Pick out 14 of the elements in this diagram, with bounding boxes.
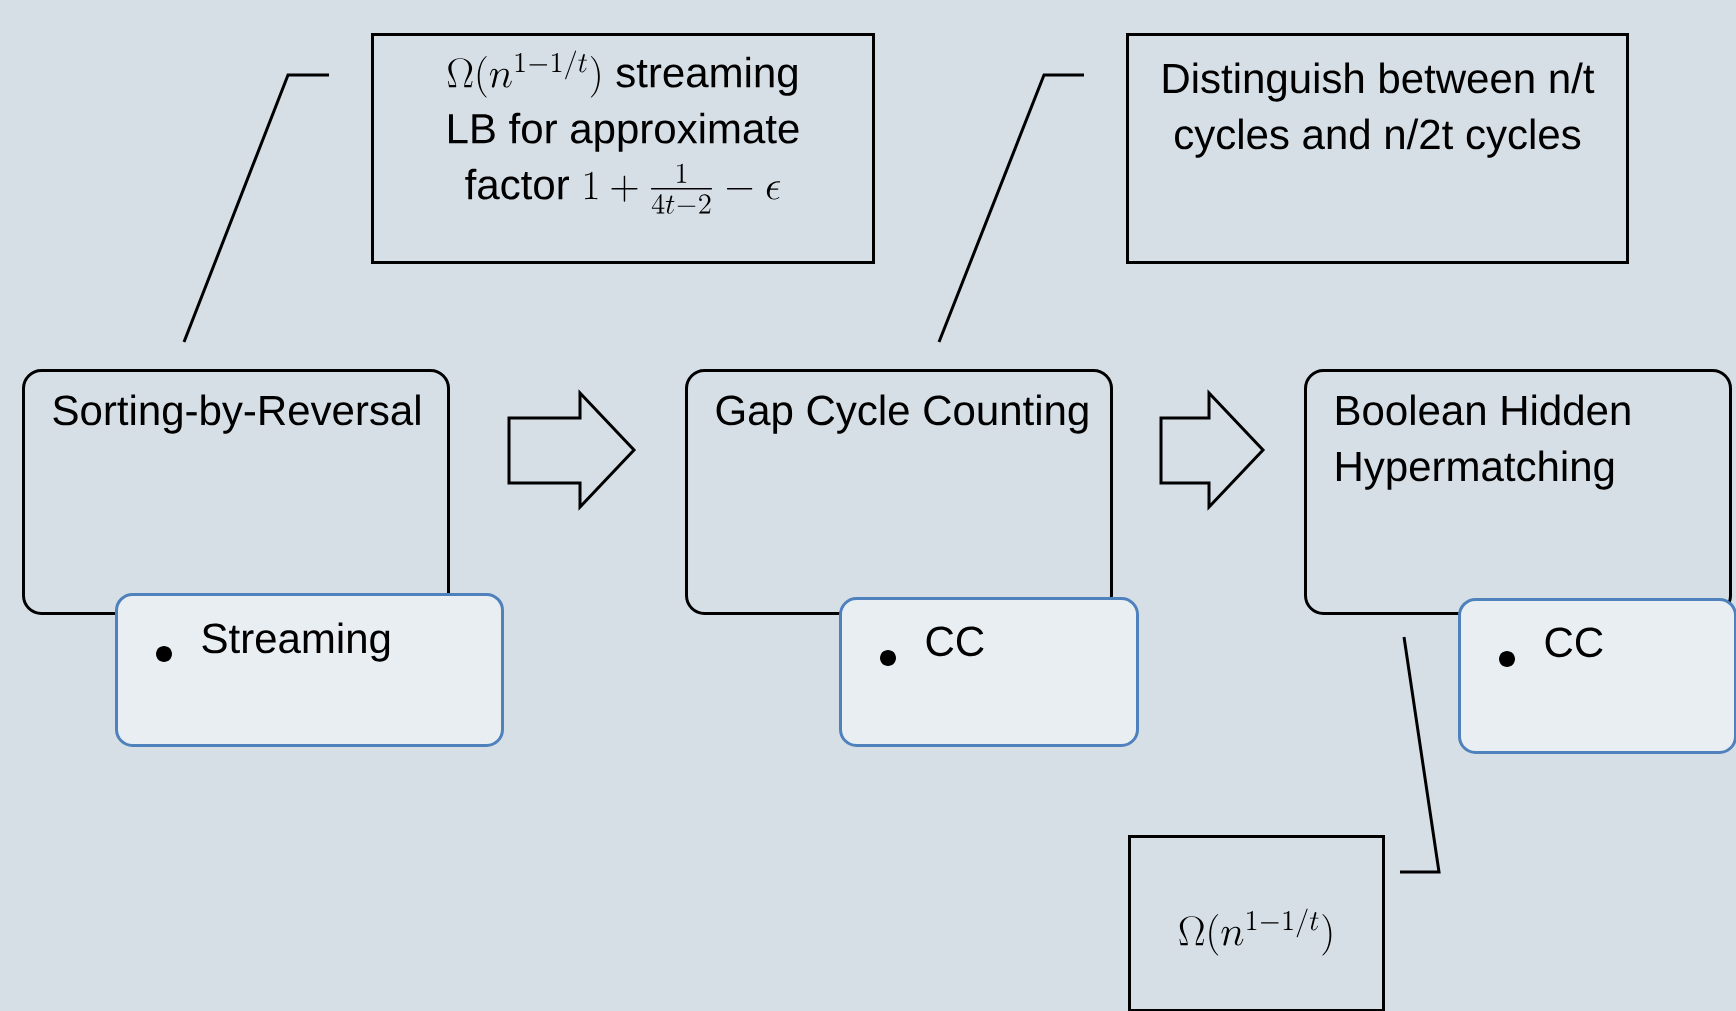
leader-line xyxy=(182,73,329,343)
block-arrow xyxy=(507,389,637,511)
tag-box: Streaming xyxy=(115,593,504,747)
tag-box: CC xyxy=(1458,598,1736,754)
callout-box: $\Omega(n^{1-1/t})\text{ streaming}\allowbreak\;\text{LB for approximate}\allowbreak\;\text{factor }1+\frac{1}{4t-2}-\epsilon$ xyxy=(371,33,875,264)
leader-line xyxy=(1400,636,1441,874)
callout-box: $\Omega(n^{1-1/t})$ xyxy=(1128,835,1385,1011)
tag-box: CC xyxy=(839,597,1139,747)
process-box: Boolean Hidden Hypermatching xyxy=(1304,369,1732,615)
process-box: Gap Cycle Counting xyxy=(685,369,1113,615)
process-box: Sorting-by-Reversal xyxy=(22,369,450,615)
leader-line xyxy=(937,73,1084,343)
callout-box: Distinguish between n/t cycles and n/2t cycles xyxy=(1126,33,1629,264)
block-arrow xyxy=(1159,389,1266,511)
